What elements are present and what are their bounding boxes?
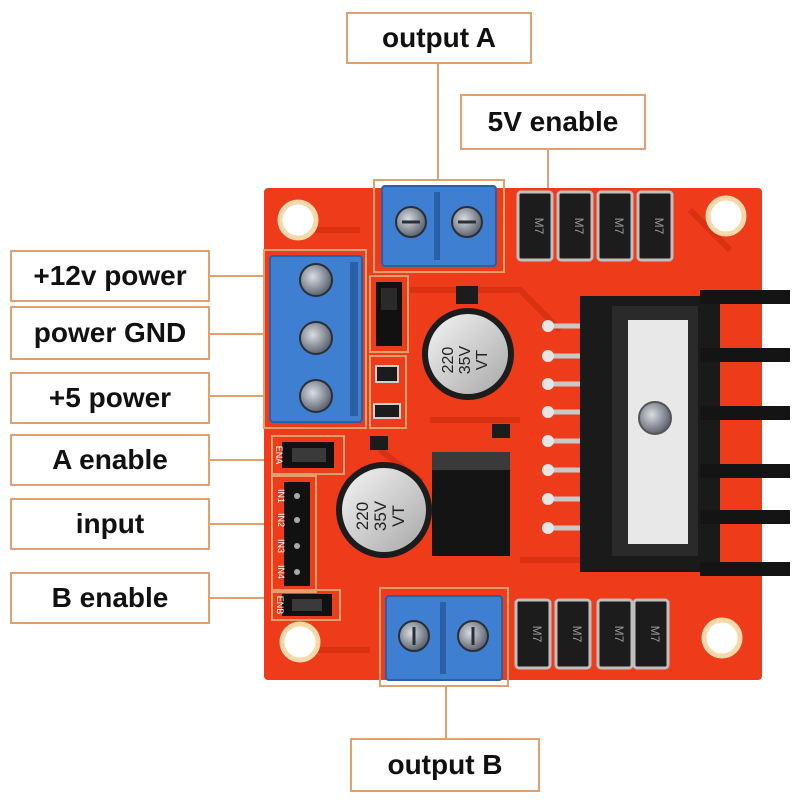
svg-text:M7: M7 [530,626,544,643]
svg-text:M7: M7 [612,626,626,643]
capacitor-1-text-220: 220 [440,347,457,374]
svg-text:M7: M7 [570,626,584,643]
svg-text:M7: M7 [572,218,586,235]
heatsink [580,290,790,576]
mounting-holes [277,195,747,663]
capacitor-1-text-vt: VT [474,350,491,371]
diodes-top: M7 M7 M7 M7 [516,190,674,262]
label-input: input [10,498,210,550]
diode-top-4: M7 [636,190,674,262]
output-a-terminal [373,179,505,273]
ena-label: ENA [274,446,284,465]
svg-text:M7: M7 [532,218,546,235]
voltage-regulator [432,452,510,556]
label-5-power: +5 power [10,372,210,424]
capacitor-2-text-220: 220 [353,502,372,530]
in2-label: IN2 [276,513,286,527]
in1-label: IN1 [276,489,286,503]
capacitor-1-text-35v: 35V [457,345,474,374]
label-output-b: output B [350,738,540,792]
svg-text:M7: M7 [652,218,666,235]
label-a-enable: A enable [10,434,210,486]
label-5v-enable: 5V enable [460,94,646,150]
diode-bottom-2: M7 [554,598,592,670]
enb-header: ENB [271,589,341,621]
diode-bottom-1: M7 [514,598,552,670]
capacitor-2: 220 35V VT [336,462,432,558]
diode-top-3: M7 [596,190,634,262]
smd-components [369,286,510,550]
diodes-bottom: M7 M7 M7 M7 [514,598,670,670]
input-header: IN1 IN2 IN3 IN4 [271,475,317,593]
enb-label: ENB [275,596,285,615]
diode-top-2: M7 [556,190,594,262]
output-b-terminal [379,587,509,687]
label-12v-power: +12v power [10,250,210,302]
ena-header: ENA [271,435,345,475]
driver-ic-pin-pads [542,320,554,534]
in4-label: IN4 [276,565,286,579]
capacitor-1: 220 35V VT [422,308,514,400]
diode-top-1: M7 [516,190,554,262]
in3-label: IN3 [276,539,286,553]
capacitor-2-text-vt: VT [389,505,408,527]
svg-text:M7: M7 [648,626,662,643]
svg-text:M7: M7 [612,218,626,235]
capacitor-2-text-35v: 35V [371,500,390,531]
label-output-a: output A [346,12,532,64]
label-b-enable: B enable [10,572,210,624]
diode-bottom-3: M7 [596,598,634,670]
5v-enable-jumper [369,275,409,353]
label-power-gnd: power GND [10,306,210,360]
diode-bottom-4: M7 [632,598,670,670]
power-terminal [263,249,367,429]
